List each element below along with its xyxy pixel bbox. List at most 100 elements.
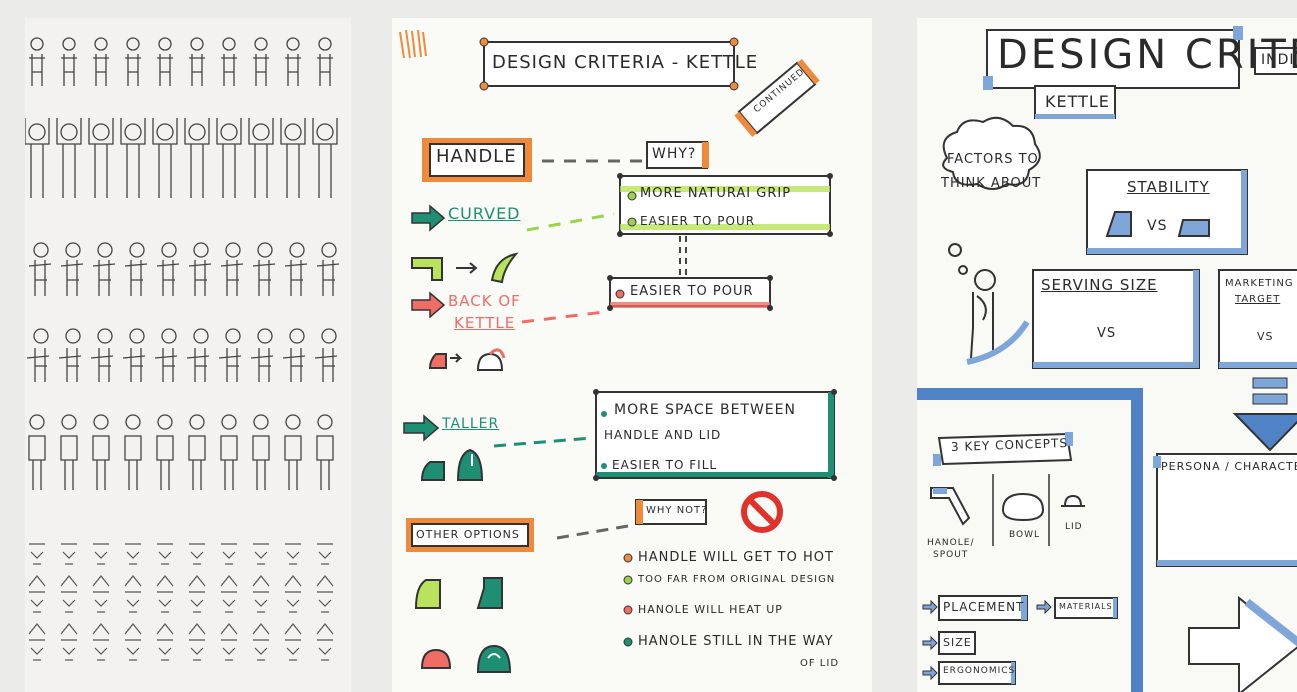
stick-figure-stroke: [157, 543, 173, 565]
stick-figure-stroke: [316, 123, 334, 141]
stick-figure-stroke: [284, 435, 302, 490]
sheet-b-decoration: [399, 29, 837, 673]
stick-figure-stroke: [220, 123, 238, 141]
stick-figure-stroke: [29, 414, 45, 430]
stick-figure-stroke: [61, 639, 77, 661]
why-label: WHY?: [652, 146, 697, 162]
design-criteria-kettle-continued-sheet: DESIGN CRITERIA - KETTLE CONTINUED HANDL…: [392, 18, 872, 692]
stick-figure-stroke: [189, 543, 205, 565]
stick-figure-stroke: [29, 54, 45, 86]
marketing-line-2: TARGET: [1235, 294, 1281, 305]
stick-figure-stroke: [158, 37, 172, 51]
stick-figure-stroke: [152, 118, 178, 198]
stick-figure-stroke: [124, 623, 142, 635]
stick-figure-stroke: [60, 260, 84, 296]
stick-figure-stroke: [253, 414, 269, 430]
stick-figure-stroke: [188, 435, 206, 490]
stick-figure-stroke: [221, 54, 237, 86]
stick-figure-stroke: [253, 54, 269, 86]
stability-vs: VS: [1147, 218, 1168, 234]
stick-figure-stroke: [60, 623, 78, 635]
stick-figure-stroke: [93, 639, 109, 661]
bowl-label: BOWL: [1009, 530, 1041, 540]
stick-figure-stroke: [29, 591, 45, 613]
stick-figure-stroke: [25, 118, 50, 198]
stick-figure-stroke: [157, 54, 173, 86]
stick-figure-stroke: [129, 242, 145, 258]
stick-figure-stroke: [28, 435, 46, 490]
stick-figure-stroke: [28, 123, 46, 141]
stick-figure-stroke: [157, 414, 173, 430]
stick-figure-stroke: [189, 54, 205, 86]
taller-label: TALLER: [442, 416, 500, 432]
sheet-c-title: DESIGN CRITERIA: [997, 32, 1297, 78]
stick-figure-stroke: [250, 348, 274, 382]
stick-figure-stroke: [286, 37, 300, 51]
stick-figure-stroke: [125, 591, 141, 613]
stick-figure-stroke: [221, 591, 237, 613]
stick-figure-stroke: [29, 543, 45, 565]
stick-figure-stroke: [65, 242, 81, 258]
stick-figure-stroke: [289, 328, 305, 344]
stick-figure-stroke: [30, 37, 44, 51]
stick-figure-stroke: [285, 591, 301, 613]
stick-figure-stroke: [125, 639, 141, 661]
stick-figure-stroke: [157, 639, 173, 661]
stick-figure-stroke: [60, 435, 78, 490]
stick-figure-stroke: [26, 348, 50, 382]
stick-figure-stroke: [122, 348, 146, 382]
stick-figure-stroke: [316, 575, 334, 587]
stick-figure-stroke: [285, 639, 301, 661]
reason-4b: OF LID: [800, 658, 840, 669]
stick-figure-stroke: [33, 328, 49, 344]
stick-figure-stroke: [126, 37, 140, 51]
stick-figure-stroke: [156, 575, 174, 587]
easier-to-pour-2: EASIER TO POUR: [630, 284, 754, 299]
stick-figure-stroke: [120, 118, 146, 198]
sheet-b-title: DESIGN CRITERIA - KETTLE: [492, 52, 759, 73]
why-not-label: WHY NOT?: [646, 505, 708, 516]
stick-figure-stroke: [56, 118, 82, 198]
stick-figure-stroke: [317, 591, 333, 613]
stick-figure-stroke: [317, 639, 333, 661]
serving-size-label: SERVING SIZE: [1041, 276, 1158, 294]
stick-figure-stroke: [97, 242, 113, 258]
stick-figure-stroke: [189, 414, 205, 430]
stick-figure-stroke: [252, 260, 276, 296]
stick-figure-stroke: [61, 54, 77, 86]
factors-line-1: FACTORS TO: [947, 152, 1039, 167]
easier-to-pour-1: EASIER TO POUR: [640, 214, 756, 228]
stick-figure-stroke: [60, 575, 78, 587]
materials-label: MATERIALS: [1059, 602, 1113, 611]
stick-figure-stroke: [253, 639, 269, 661]
stick-figure-practice-sheet: [25, 18, 351, 692]
stick-figure-stroke: [284, 260, 308, 296]
reason-2: TOO FAR FROM ORIGINAL DESIGN: [638, 574, 836, 585]
stick-figure-stroke: [222, 37, 236, 51]
stick-figure-stroke: [284, 623, 302, 635]
handle-label: HANDLE: [436, 146, 517, 167]
size-label: SIZE: [943, 636, 972, 649]
stick-figure-stroke: [225, 328, 241, 344]
stick-figure-stroke: [318, 37, 332, 51]
stick-figure-stroke: [248, 118, 274, 198]
stick-figure-stroke: [252, 435, 270, 490]
stick-figure-stroke: [90, 348, 114, 382]
stick-figure-stroke: [93, 54, 109, 86]
reason-1: HANDLE WILL GET TO HOT: [638, 550, 834, 565]
stick-figure-stroke: [61, 543, 77, 565]
more-natural-grip: MORE NATURAI GRIP: [640, 186, 792, 201]
stick-figure-stroke: [125, 54, 141, 86]
stick-figure-stroke: [65, 328, 81, 344]
stick-figure-stroke: [186, 348, 210, 382]
stick-figure-drawings: [25, 37, 340, 661]
stick-figure-stroke: [125, 414, 141, 430]
handle-spout-line-1: HANOLE/: [927, 538, 975, 548]
stick-figure-stroke: [316, 435, 334, 490]
stability-label: STABILITY: [1127, 178, 1210, 196]
stick-figure-stroke: [28, 575, 46, 587]
stick-figure-stroke: [254, 37, 268, 51]
stick-figure-stroke: [33, 242, 49, 258]
ergonomics-label: ERGONOMICS: [943, 666, 1016, 676]
stick-figure-stroke: [92, 435, 110, 490]
